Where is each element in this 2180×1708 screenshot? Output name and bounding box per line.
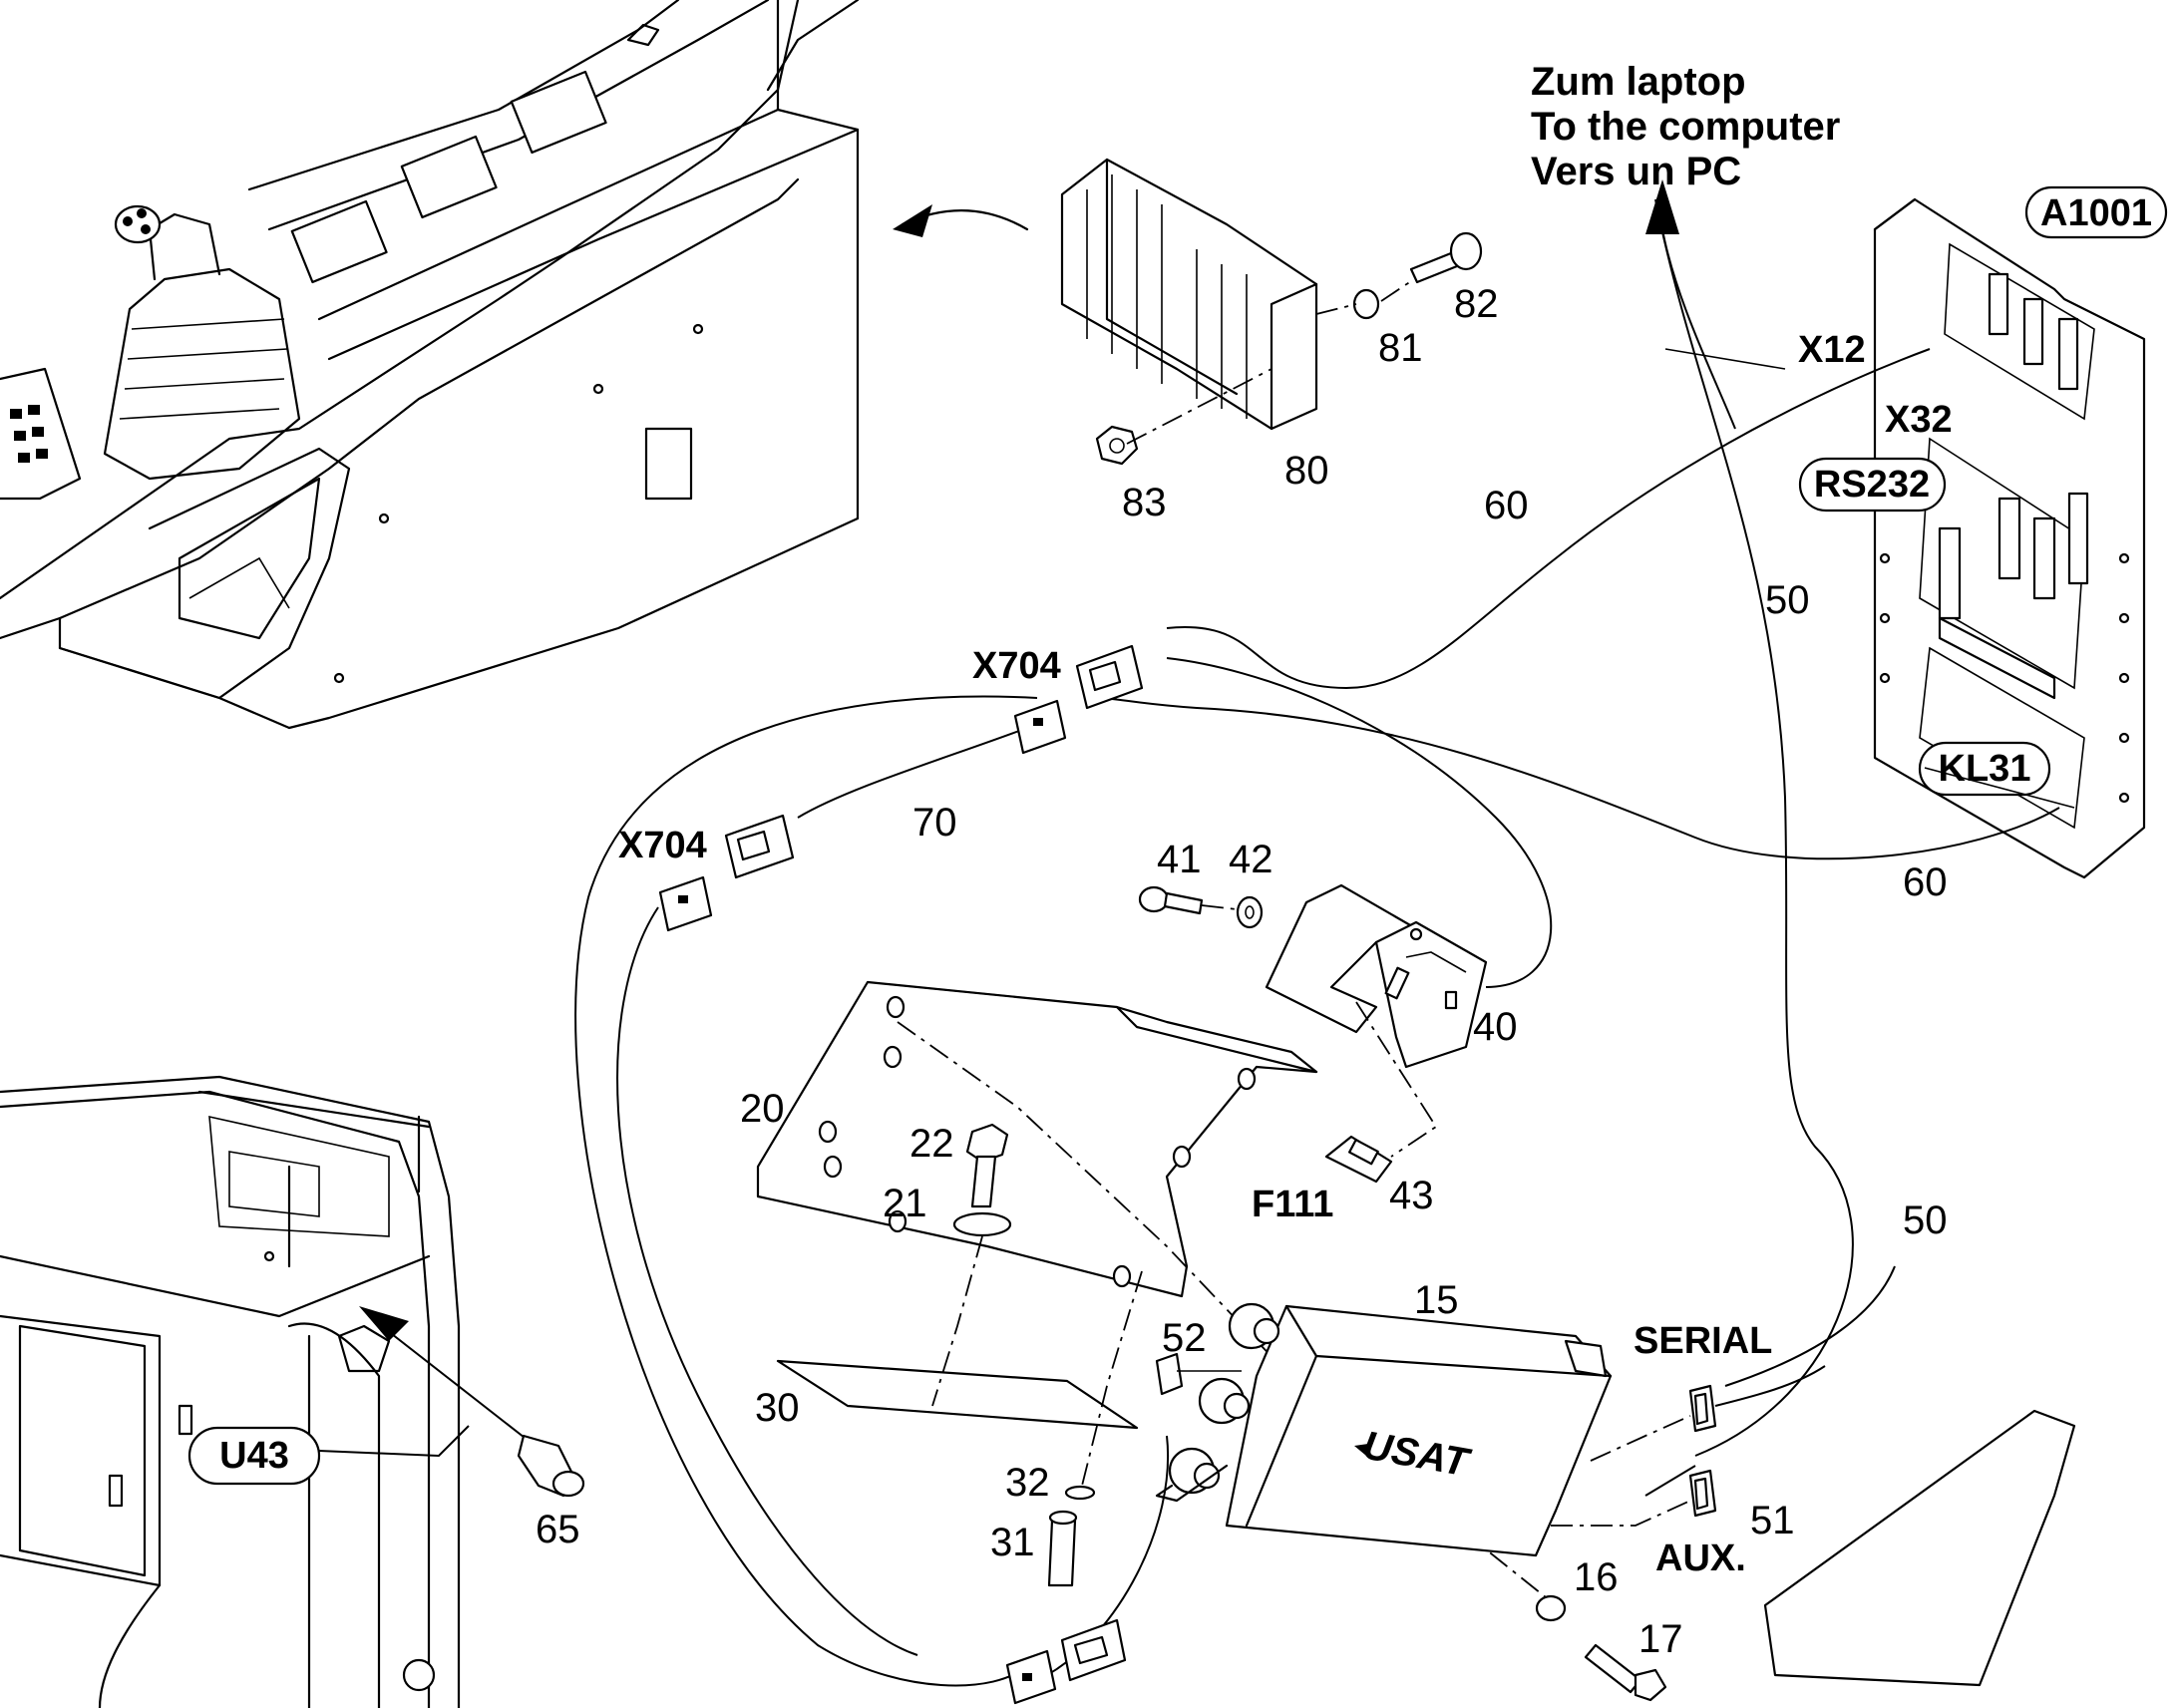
washer-81 xyxy=(1352,288,1380,320)
part-number-15: 15 xyxy=(1414,1278,1459,1322)
cable-60-upper xyxy=(1166,348,1931,690)
bracket-40 xyxy=(1265,883,1488,1069)
part-number-41: 41 xyxy=(1157,838,1202,881)
svg-text:RS232: RS232 xyxy=(1814,464,1930,506)
label-x12: X12 xyxy=(1798,329,1866,371)
part-number-21: 21 xyxy=(883,1182,927,1225)
washer-16 xyxy=(1535,1594,1567,1622)
cable-50-lower xyxy=(1724,1265,1896,1387)
part-number-31: 31 xyxy=(990,1521,1035,1564)
bolt-17 xyxy=(1584,1643,1667,1702)
cab-roof xyxy=(0,1075,461,1708)
part-number-60-upper: 60 xyxy=(1484,484,1529,527)
keypad xyxy=(0,367,82,501)
callout-u43: U43 xyxy=(187,1426,321,1486)
cable-50-tail xyxy=(1644,1465,1696,1497)
part-number-16: 16 xyxy=(1574,1555,1619,1599)
usat-device: USAT xyxy=(1155,1302,1613,1557)
part-number-30: 30 xyxy=(755,1386,800,1430)
callout-rs232: RS232 xyxy=(1798,457,1947,512)
connector-bottom xyxy=(1005,1618,1127,1705)
part-number-22: 22 xyxy=(909,1122,954,1166)
glass-panel xyxy=(1763,1409,2076,1687)
part-number-80: 80 xyxy=(1284,449,1329,493)
cable-50-upper xyxy=(1654,198,1854,1457)
plate-30 xyxy=(776,1359,1139,1430)
washer-32 xyxy=(1064,1485,1096,1501)
part-number-60-lower: 60 xyxy=(1903,860,1948,904)
part-number-40: 40 xyxy=(1473,1005,1518,1049)
nut-83 xyxy=(1095,425,1139,466)
cable-60-lower xyxy=(1096,697,2060,860)
note-line-de: Zum laptop xyxy=(1531,60,1746,104)
part-number-17: 17 xyxy=(1638,1617,1683,1661)
part-number-50-upper: 50 xyxy=(1765,578,1810,622)
connector-x704-left xyxy=(658,814,795,932)
joystick xyxy=(103,204,301,481)
part-number-20: 20 xyxy=(740,1087,785,1131)
part-number-52: 52 xyxy=(1162,1316,1207,1360)
callout-kl31: KL31 xyxy=(1918,741,2051,797)
plate-20 xyxy=(756,980,1318,1298)
arrow-up-icon xyxy=(1645,179,1679,234)
pad-52 xyxy=(1155,1352,1184,1396)
part-number-51: 51 xyxy=(1750,1499,1795,1542)
washer-42 xyxy=(1236,895,1264,929)
cable-40-loop xyxy=(1166,657,1553,988)
bolt-31 xyxy=(1047,1510,1078,1587)
callout-a1001: A1001 xyxy=(2024,185,2168,239)
part-number-83: 83 xyxy=(1122,481,1167,524)
part-number-50-lower: 50 xyxy=(1903,1198,1948,1242)
svg-text:A1001: A1001 xyxy=(2040,192,2152,234)
serial-port xyxy=(1688,1384,1717,1433)
part-number-65: 65 xyxy=(536,1508,580,1551)
control-board xyxy=(1873,197,2146,879)
cable-loop-inner xyxy=(616,906,918,1656)
console-panel xyxy=(0,0,860,730)
part-number-42: 42 xyxy=(1229,838,1273,881)
part-number-82: 82 xyxy=(1454,282,1499,326)
label-x704-top: X704 xyxy=(972,645,1061,687)
part-65-connector xyxy=(517,1434,585,1498)
fuse-f111 xyxy=(1324,1135,1393,1184)
note-line-en: To the computer xyxy=(1531,105,1840,149)
label-serial: SERIAL xyxy=(1634,1320,1772,1362)
washer-21 xyxy=(952,1211,1012,1237)
label-x32: X32 xyxy=(1885,399,1953,441)
arrow-icon xyxy=(359,1306,409,1341)
connector-x704-top xyxy=(1013,644,1144,755)
heat-sink xyxy=(893,158,1318,431)
label-aux: AUX. xyxy=(1655,1537,1746,1579)
part-number-32: 32 xyxy=(1005,1461,1050,1505)
screw-41 xyxy=(1138,885,1204,915)
svg-text:KL31: KL31 xyxy=(1939,748,2031,790)
label-f111: F111 xyxy=(1252,1184,1333,1225)
screw-82 xyxy=(1409,231,1483,284)
label-x704-left: X704 xyxy=(618,825,707,866)
part-number-70: 70 xyxy=(912,801,957,845)
note-line-fr: Vers un PC xyxy=(1531,150,1741,193)
aux-port xyxy=(1688,1469,1717,1518)
laptop-note: Zum laptop To the computer Vers un PC xyxy=(1531,60,1840,193)
part-number-43: 43 xyxy=(1389,1174,1434,1217)
part-number-81: 81 xyxy=(1378,326,1423,370)
svg-text:U43: U43 xyxy=(219,1435,289,1477)
cable-loop-left xyxy=(574,695,1038,1687)
bolt-22 xyxy=(965,1123,1009,1208)
cable-70 xyxy=(797,727,1028,819)
